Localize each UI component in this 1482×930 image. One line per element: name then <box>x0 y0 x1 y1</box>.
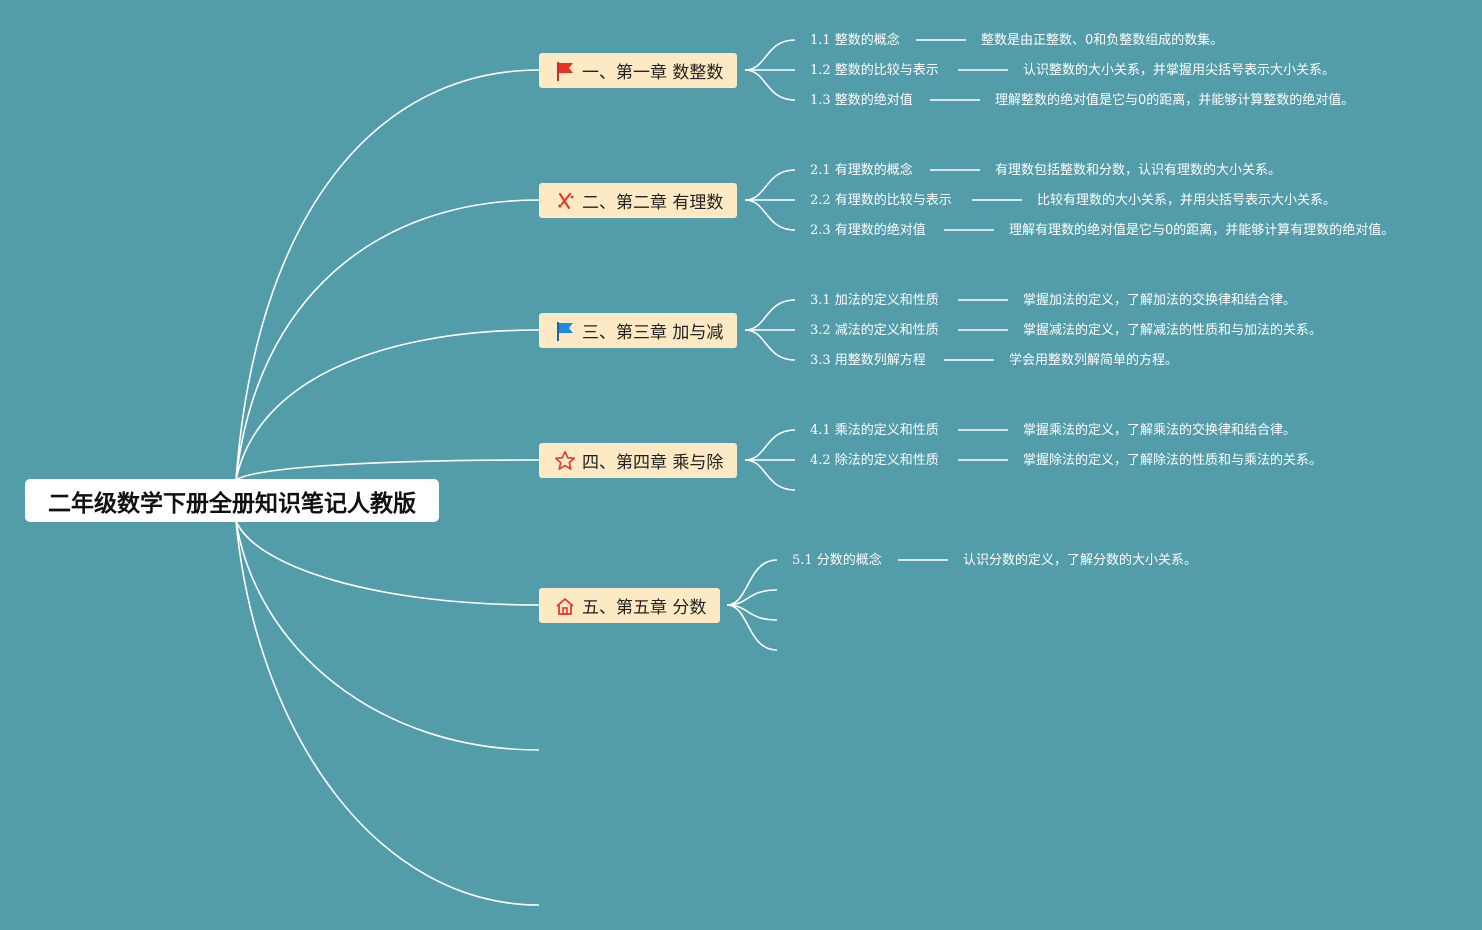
chapter-1-label: 一、第一章 数整数 <box>582 63 724 83</box>
chapter-1-node[interactable]: 一、第一章 数整数 <box>539 53 738 88</box>
desc-2-3: 理解有理数的绝对值是它与0的距离，并能够计算有理数的绝对值。 <box>1009 223 1395 238</box>
desc-2-2: 比较有理数的大小关系，并用尖括号表示大小关系。 <box>1037 193 1337 208</box>
topic-2-1[interactable]: 2.1 有理数的概念 <box>810 163 913 178</box>
chapter-3-node[interactable]: 三、第三章 加与减 <box>539 313 738 348</box>
topic-5-1[interactable]: 5.1 分数的概念 <box>792 553 882 568</box>
root-title: 二年级数学下册全册知识笔记人教版 <box>25 479 439 522</box>
topic-4-1[interactable]: 4.1 乘法的定义和性质 <box>810 423 939 438</box>
chapter-4-branch-3 <box>744 459 796 491</box>
chapter-2-branch-1 <box>744 169 796 201</box>
topic-1-1[interactable]: 1.1 整数的概念 <box>810 33 900 48</box>
topic-3-1[interactable]: 3.1 加法的定义和性质 <box>810 293 939 308</box>
root-branch-low-2 <box>235 520 540 751</box>
topic-4-2[interactable]: 4.2 除法的定义和性质 <box>810 453 939 468</box>
desc-4-2: 掌握除法的定义，了解除法的性质和与乘法的关系。 <box>1023 453 1323 468</box>
chapter-4-label: 四、第四章 乘与除 <box>582 453 724 473</box>
topic-2-2[interactable]: 2.2 有理数的比较与表示 <box>810 193 952 208</box>
chapter-3-branch-1 <box>744 299 796 331</box>
root-branch-4 <box>235 459 540 481</box>
chapter-2-node[interactable]: 二、第二章 有理数 <box>539 183 738 218</box>
chapter-5-node[interactable]: 五、第五章 分数 <box>539 588 721 623</box>
chapter-4-branch-1 <box>744 429 796 461</box>
root-branch-1 <box>235 69 540 481</box>
chapter-5-branch-1 <box>726 559 778 606</box>
desc-4-1: 掌握乘法的定义，了解乘法的交换律和结合律。 <box>1023 423 1297 438</box>
topic-2-3[interactable]: 2.3 有理数的绝对值 <box>810 223 926 238</box>
topic-3-3[interactable]: 3.3 用整数列解方程 <box>810 353 926 368</box>
red-flag-icon <box>554 60 576 82</box>
topic-1-3[interactable]: 1.3 整数的绝对值 <box>810 93 913 108</box>
chapter-2-label: 二、第二章 有理数 <box>582 193 724 213</box>
chapter-2-branch-3 <box>744 199 796 231</box>
chapter-3-label: 三、第三章 加与减 <box>582 323 724 343</box>
chapter-1-branch-3 <box>744 69 796 101</box>
topic-3-2[interactable]: 3.2 减法的定义和性质 <box>810 323 939 338</box>
desc-1-3: 理解整数的绝对值是它与0的距离，并能够计算整数的绝对值。 <box>995 93 1355 108</box>
star-icon <box>554 450 576 472</box>
desc-1-2: 认识整数的大小关系，并掌握用尖括号表示大小关系。 <box>1023 63 1336 78</box>
desc-2-1: 有理数包括整数和分数，认识有理数的大小关系。 <box>995 163 1282 178</box>
root-branch-low-1 <box>235 520 540 606</box>
home-icon <box>554 595 576 617</box>
root-branch-2 <box>235 199 540 481</box>
tools-icon <box>554 190 576 212</box>
desc-1-1: 整数是由正整数、0和负整数组成的数集。 <box>981 33 1224 48</box>
chapter-5-label: 五、第五章 分数 <box>582 598 707 618</box>
topic-1-2[interactable]: 1.2 整数的比较与表示 <box>810 63 939 78</box>
desc-3-3: 学会用整数列解简单的方程。 <box>1009 353 1179 368</box>
desc-5-1: 认识分数的定义，了解分数的大小关系。 <box>963 553 1198 568</box>
root-branch-low-3 <box>235 520 540 906</box>
chapter-5-branch-4 <box>726 604 778 651</box>
chapter-3-branch-3 <box>744 329 796 361</box>
desc-3-1: 掌握加法的定义，了解加法的交换律和结合律。 <box>1023 293 1297 308</box>
blue-flag-icon <box>554 320 576 342</box>
root-branch-3 <box>235 329 540 481</box>
desc-3-2: 掌握减法的定义，了解减法的性质和与加法的关系。 <box>1023 323 1323 338</box>
chapter-1-branch-1 <box>744 39 796 71</box>
chapter-4-node[interactable]: 四、第四章 乘与除 <box>539 443 738 478</box>
